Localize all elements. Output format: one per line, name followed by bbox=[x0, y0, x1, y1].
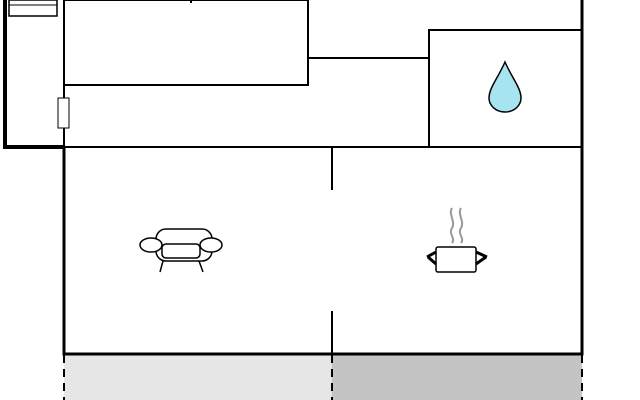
terrace-right[interactable] bbox=[332, 355, 582, 400]
cooking-pot-icon bbox=[426, 207, 488, 273]
sofa-icon bbox=[139, 228, 223, 273]
staircase[interactable] bbox=[8, 0, 58, 17]
water-drop-icon bbox=[488, 60, 522, 113]
terrace-left[interactable] bbox=[64, 355, 332, 400]
entrance-door[interactable] bbox=[57, 97, 70, 129]
bedroom[interactable] bbox=[63, 0, 309, 86]
